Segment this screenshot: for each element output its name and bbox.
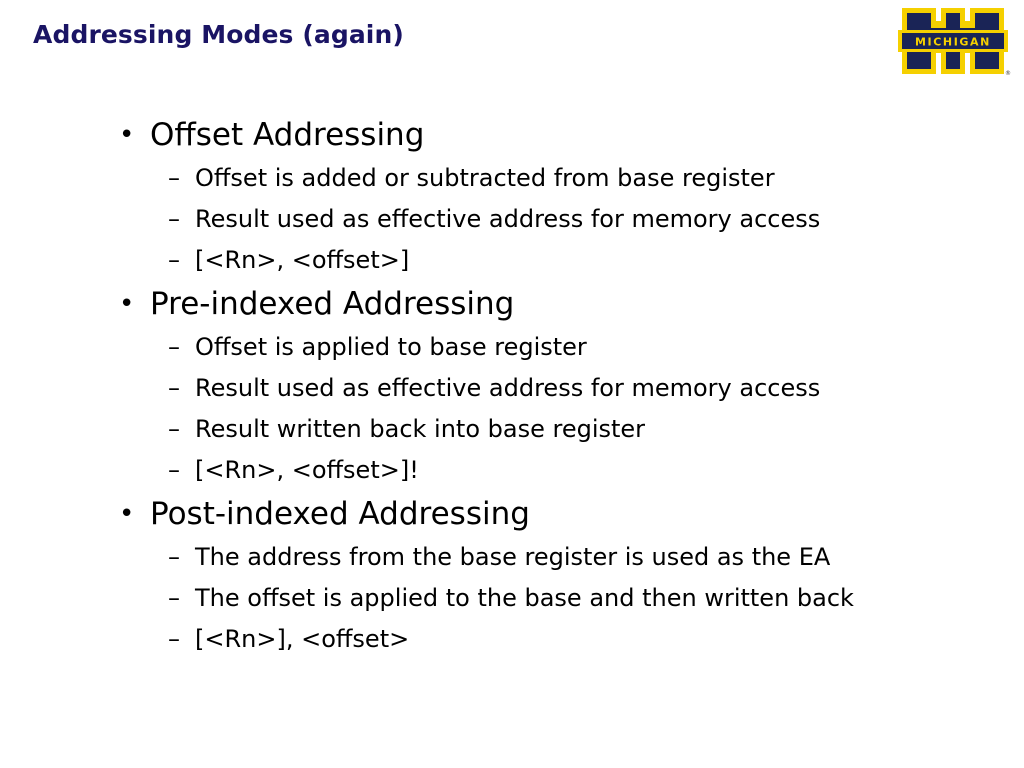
bullet-dash-icon: – [168,415,180,443]
bullet-dash-icon: – [168,205,180,233]
sub-bullet-syntax: [<Rn>], <offset> [195,625,410,653]
sub-bullet-item: – [<Rn>, <offset>]! [0,450,1024,491]
university-of-michigan-block-m-logo: MICHIGAN ® [894,4,1012,78]
sub-bullet-syntax: [<Rn>, <offset>]! [195,456,419,484]
sub-bullet-item: – Offset is added or subtracted from bas… [0,158,1024,199]
bullet-dash-icon: – [168,164,180,192]
bullet-group-post-indexed-addressing: • Post-indexed Addressing – The address … [0,491,1024,660]
bullet-dash-icon: – [168,625,180,653]
bullet-heading-text: Pre-indexed Addressing [150,286,515,322]
bullet-dot-icon: • [119,499,135,529]
sub-bullet-item: – [<Rn>, <offset>] [0,240,1024,281]
bullet-heading: • Offset Addressing [0,112,1024,158]
sub-bullet-text: Offset is applied to base register [195,333,587,361]
slide-body: • Offset Addressing – Offset is added or… [0,112,1024,660]
bullet-dot-icon: • [119,120,135,150]
sub-bullet-text: The address from the base register is us… [195,543,831,571]
sub-bullet-text: Result used as effective address for mem… [195,205,821,233]
sub-bullet-syntax: [<Rn>, <offset>] [195,246,410,274]
registered-trademark-icon: ® [1005,70,1011,77]
bullet-dash-icon: – [168,374,180,402]
sub-bullet-item: – Offset is applied to base register [0,327,1024,368]
sub-bullet-text: Offset is added or subtracted from base … [195,164,775,192]
sub-bullet-item: – Result used as effective address for m… [0,199,1024,240]
bullet-dash-icon: – [168,246,180,274]
logo-wordmark: MICHIGAN [915,36,991,49]
bullet-dash-icon: – [168,543,180,571]
bullet-dash-icon: – [168,333,180,361]
bullet-dash-icon: – [168,584,180,612]
sub-bullet-text: Result used as effective address for mem… [195,374,821,402]
sub-bullet-item: – Result used as effective address for m… [0,368,1024,409]
bullet-dot-icon: • [119,289,135,319]
sub-bullet-item: – [<Rn>], <offset> [0,619,1024,660]
bullet-heading-text: Post-indexed Addressing [150,496,530,532]
page-title: Addressing Modes (again) [33,20,404,49]
sub-bullet-text: The offset is applied to the base and th… [195,584,854,612]
bullet-dash-icon: – [168,456,180,484]
sub-bullet-item: – The offset is applied to the base and … [0,578,1024,619]
bullet-heading: • Pre-indexed Addressing [0,281,1024,327]
bullet-heading-text: Offset Addressing [150,117,425,153]
sub-bullet-item: – The address from the base register is … [0,537,1024,578]
bullet-group-offset-addressing: • Offset Addressing – Offset is added or… [0,112,1024,281]
bullet-group-pre-indexed-addressing: • Pre-indexed Addressing – Offset is app… [0,281,1024,491]
sub-bullet-text: Result written back into base register [195,415,646,443]
sub-bullet-item: – Result written back into base register [0,409,1024,450]
bullet-heading: • Post-indexed Addressing [0,491,1024,537]
